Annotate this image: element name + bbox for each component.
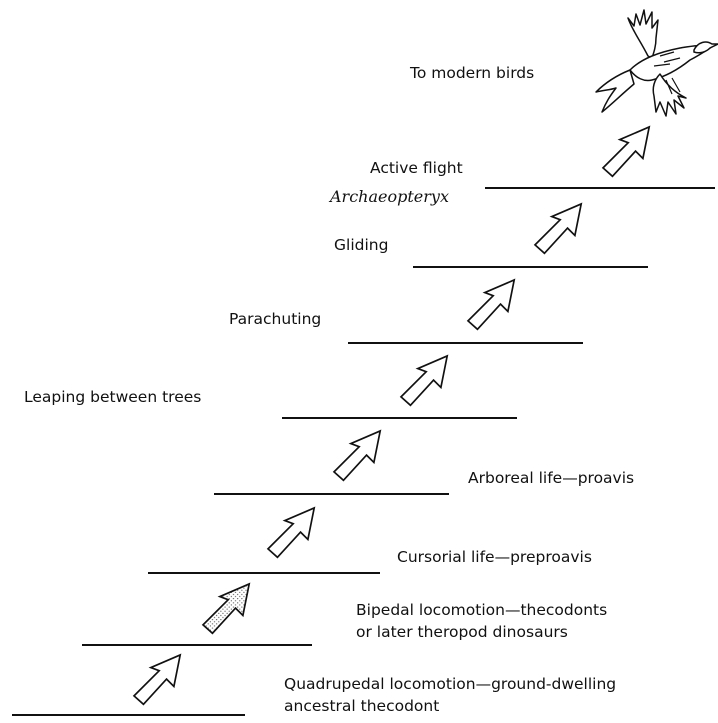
arrow-gliding <box>534 203 583 255</box>
arrow-bipedal <box>202 583 251 635</box>
label-leaping: Leaping between trees <box>24 388 201 406</box>
label-archaeopteryx: Archaeopteryx <box>328 187 449 206</box>
step-lines <box>12 187 715 716</box>
arrow-cursorial <box>267 507 316 559</box>
arrow-arboreal <box>333 430 382 482</box>
label-arboreal: Arboreal life—proavis <box>468 469 634 487</box>
label-cursorial: Cursorial life—preproavis <box>397 548 592 566</box>
arrow-quadrupedal <box>133 654 182 706</box>
stage-labels: Quadrupedal locomotion—ground-dwelling a… <box>24 64 634 715</box>
bird-icon <box>595 9 718 117</box>
label-gliding: Gliding <box>334 236 388 254</box>
label-bipedal-line1: Bipedal locomotion—thecodonts <box>356 601 607 619</box>
arrow-parachuting <box>467 279 516 331</box>
label-active-flight: Active flight <box>370 159 463 177</box>
label-quadrupedal-line2: ancestral thecodont <box>284 697 439 715</box>
label-modern-birds: To modern birds <box>409 64 534 82</box>
label-bipedal-line2: or later theropod dinosaurs <box>356 623 568 641</box>
arrow-active-flight <box>602 126 651 178</box>
label-quadrupedal-line1: Quadrupedal locomotion—ground-dwelling <box>284 675 616 693</box>
arrow-leaping <box>400 355 449 407</box>
label-parachuting: Parachuting <box>229 310 321 328</box>
